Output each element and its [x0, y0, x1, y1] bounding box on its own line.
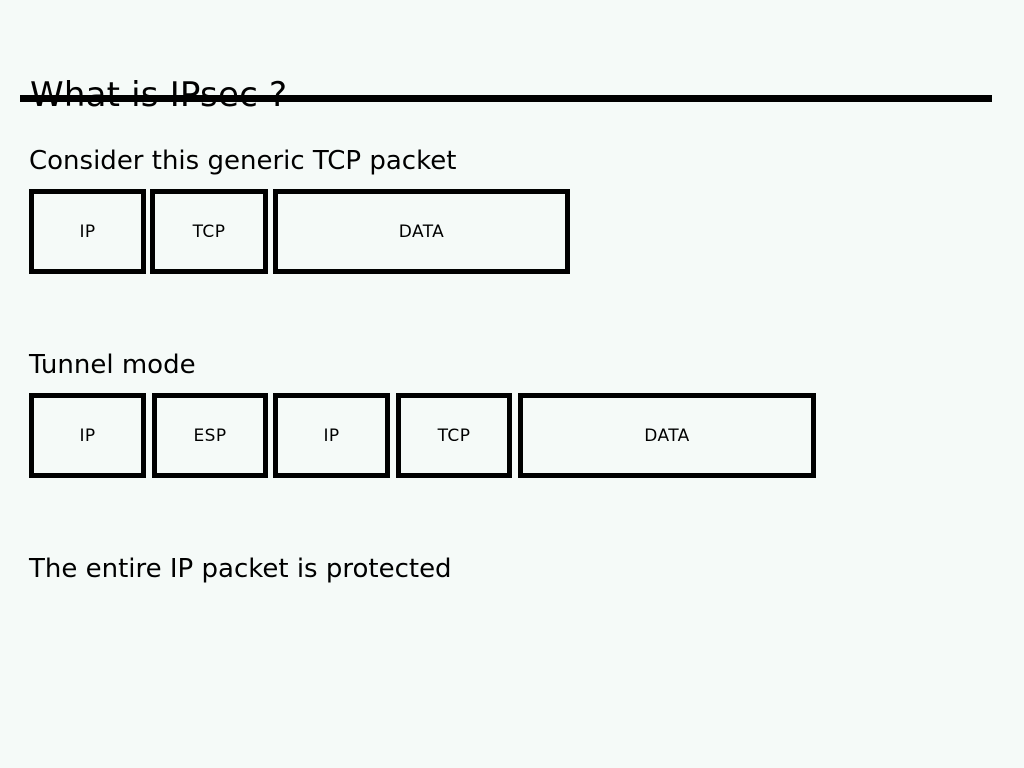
- section-label-generic: Consider this generic TCP packet: [29, 146, 457, 176]
- page-title: What is IPsec ?: [30, 75, 287, 115]
- packet-field-label: IP: [79, 221, 96, 242]
- packet-field-label: DATA: [644, 425, 690, 446]
- packet-field-label: DATA: [398, 221, 445, 242]
- packet-tunnel-field: ESP: [152, 393, 268, 478]
- footer-note: The entire IP packet is protected: [29, 554, 452, 584]
- packet-generic-field: DATA: [273, 189, 570, 274]
- packet-field-label: TCP: [437, 425, 471, 446]
- packet-tunnel-field: DATA: [518, 393, 816, 478]
- packet-tunnel-field: TCP: [396, 393, 512, 478]
- packet-field-label: IP: [323, 425, 340, 446]
- title-divider: [20, 95, 992, 102]
- packet-generic-field: TCP: [150, 189, 268, 274]
- packet-field-label: ESP: [193, 425, 227, 446]
- packet-generic-field: IP: [29, 189, 146, 274]
- packet-tunnel-field: IP: [273, 393, 390, 478]
- section-label-tunnel: Tunnel mode: [29, 350, 196, 380]
- packet-field-label: IP: [79, 425, 96, 446]
- packet-tunnel-field: IP: [29, 393, 146, 478]
- packet-field-label: TCP: [192, 221, 226, 242]
